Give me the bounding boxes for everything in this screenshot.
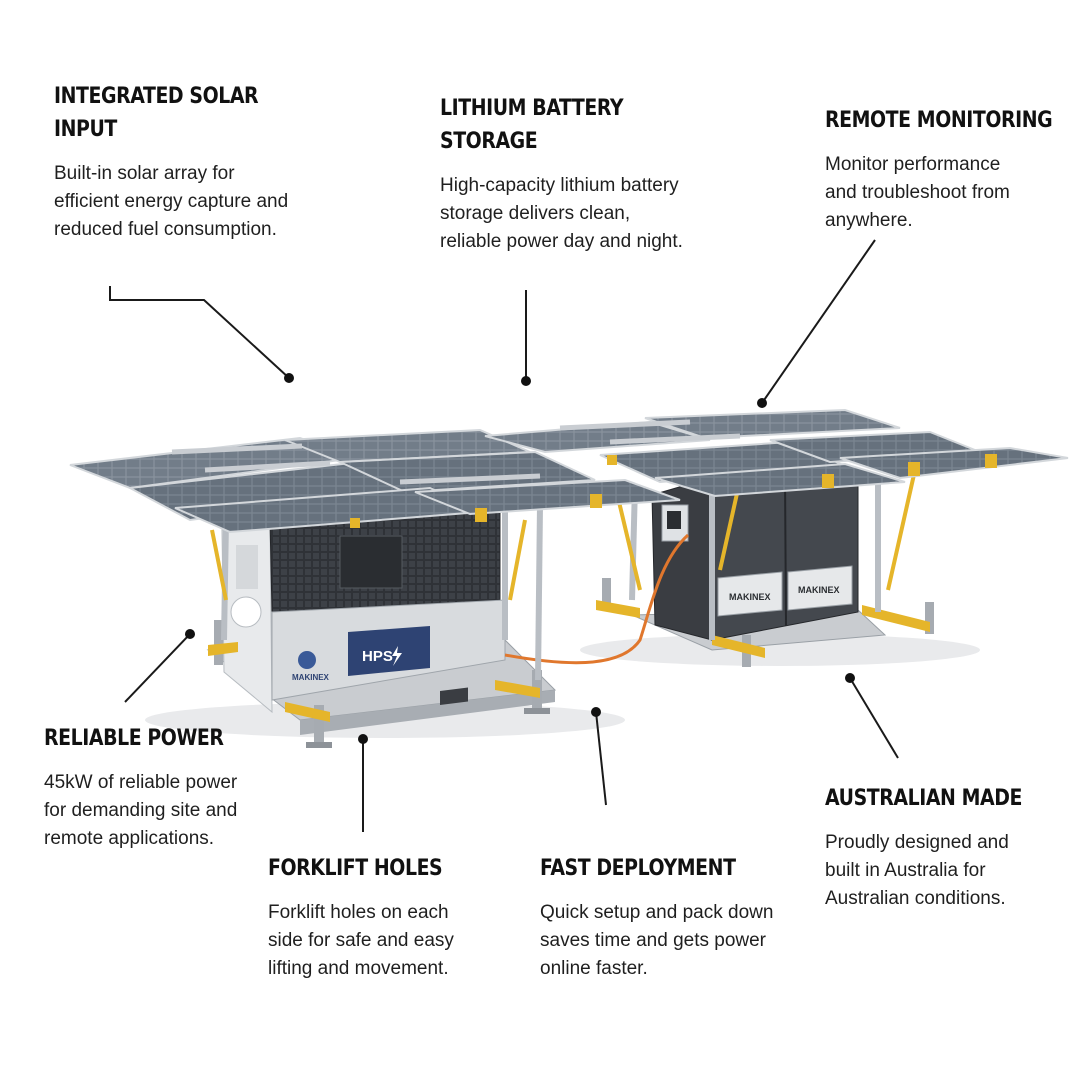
solar-array-left <box>69 428 681 534</box>
solar-array-right <box>484 408 1069 498</box>
forklift-pocket <box>440 687 468 705</box>
callout-remote-monitoring: REMOTE MONITORING Monitor performance an… <box>825 104 1065 235</box>
brand-plate <box>717 571 783 617</box>
panel-clamp <box>822 474 834 488</box>
support-leg <box>314 705 324 745</box>
vent-grille <box>236 545 258 589</box>
callout-body: 45kW of reliable power for demanding sit… <box>44 772 238 849</box>
solar-panel <box>644 408 901 440</box>
hps-badge-label: HPS <box>362 648 393 665</box>
brand-right-1: MAKINEX <box>729 592 771 602</box>
support-leg <box>925 602 934 634</box>
makinex-logo-icon <box>298 651 316 669</box>
callout-australian-made: AUSTRALIAN MADE Proudly designed and bui… <box>825 782 1055 913</box>
right-unit: MAKINEX MAKINEX <box>596 473 934 667</box>
power-cable <box>504 533 689 665</box>
panel-clamp <box>475 508 487 522</box>
callout-title: RELIABLE POWER <box>44 726 224 751</box>
support-leg <box>214 620 223 665</box>
outrigger <box>495 680 540 698</box>
callout-title: AUSTRALIAN MADE <box>825 786 1022 811</box>
callout-title: REMOTE MONITORING <box>825 108 1053 133</box>
vent-hole <box>230 596 262 628</box>
outrigger <box>285 702 330 722</box>
panel-rail <box>559 419 691 431</box>
callout-title: FORKLIFT HOLES <box>268 856 443 881</box>
outrigger <box>712 635 765 658</box>
panel-clamp <box>985 454 997 468</box>
solar-panel <box>654 462 906 498</box>
left-skid-side <box>300 690 555 735</box>
hps-badge <box>348 626 430 676</box>
ground-shadow <box>580 634 980 666</box>
solar-panel <box>414 478 681 516</box>
outrigger <box>208 642 238 656</box>
callout-body: Quick setup and pack down saves time and… <box>540 902 774 979</box>
panel-rail <box>204 460 331 473</box>
panel-rail <box>399 473 541 485</box>
generator-door <box>339 535 403 589</box>
callout-title: LITHIUM BATTERY STORAGE <box>440 96 624 154</box>
callout-body: Built-in solar array for efficient energ… <box>54 163 289 240</box>
brand-left: MAKINEX <box>292 673 330 682</box>
callout-title: INTEGRATED SOLAR INPUT <box>54 84 259 142</box>
callout-integrated-solar: INTEGRATED SOLAR INPUT Built-in solar ar… <box>54 80 294 244</box>
outrigger <box>596 600 640 618</box>
callout-body: Proudly designed and built in Australia … <box>825 832 1009 909</box>
panel-rail <box>609 433 741 445</box>
callout-lithium-battery: LITHIUM BATTERY STORAGE High-capacity li… <box>440 92 690 256</box>
callout-body: Monitor performance and troubleshoot fro… <box>825 154 1010 231</box>
left-unit: MAKINEX HPS <box>206 509 557 748</box>
callout-forklift-holes: FORKLIFT HOLES Forklift holes on each si… <box>268 852 488 983</box>
foot-plate <box>524 708 550 714</box>
lightning-icon <box>392 646 402 666</box>
solar-panel <box>839 446 1069 480</box>
panel-rail <box>171 443 303 455</box>
battery-cabinet-front <box>651 477 713 641</box>
panel-clamp <box>590 494 602 508</box>
support-leg <box>602 578 611 610</box>
panel-clamp <box>908 462 920 476</box>
callout-body: Forklift holes on each side for safe and… <box>268 902 454 979</box>
panel-clamp <box>350 518 360 528</box>
panel-frame-posts <box>221 475 881 681</box>
callout-reliable-power: RELIABLE POWER 45kW of reliable power fo… <box>44 722 254 853</box>
control-screen <box>667 511 681 529</box>
brand-plate <box>787 565 853 611</box>
foot-plate <box>306 742 332 748</box>
callout-fast-deployment: FAST DEPLOYMENT Quick setup and pack dow… <box>540 852 785 983</box>
brand-right-2: MAKINEX <box>798 585 840 595</box>
cabinet-door-split <box>784 475 787 627</box>
callout-title: FAST DEPLOYMENT <box>540 856 736 881</box>
callout-body: High-capacity lithium battery storage de… <box>440 175 683 252</box>
panel-clamp <box>607 455 617 465</box>
